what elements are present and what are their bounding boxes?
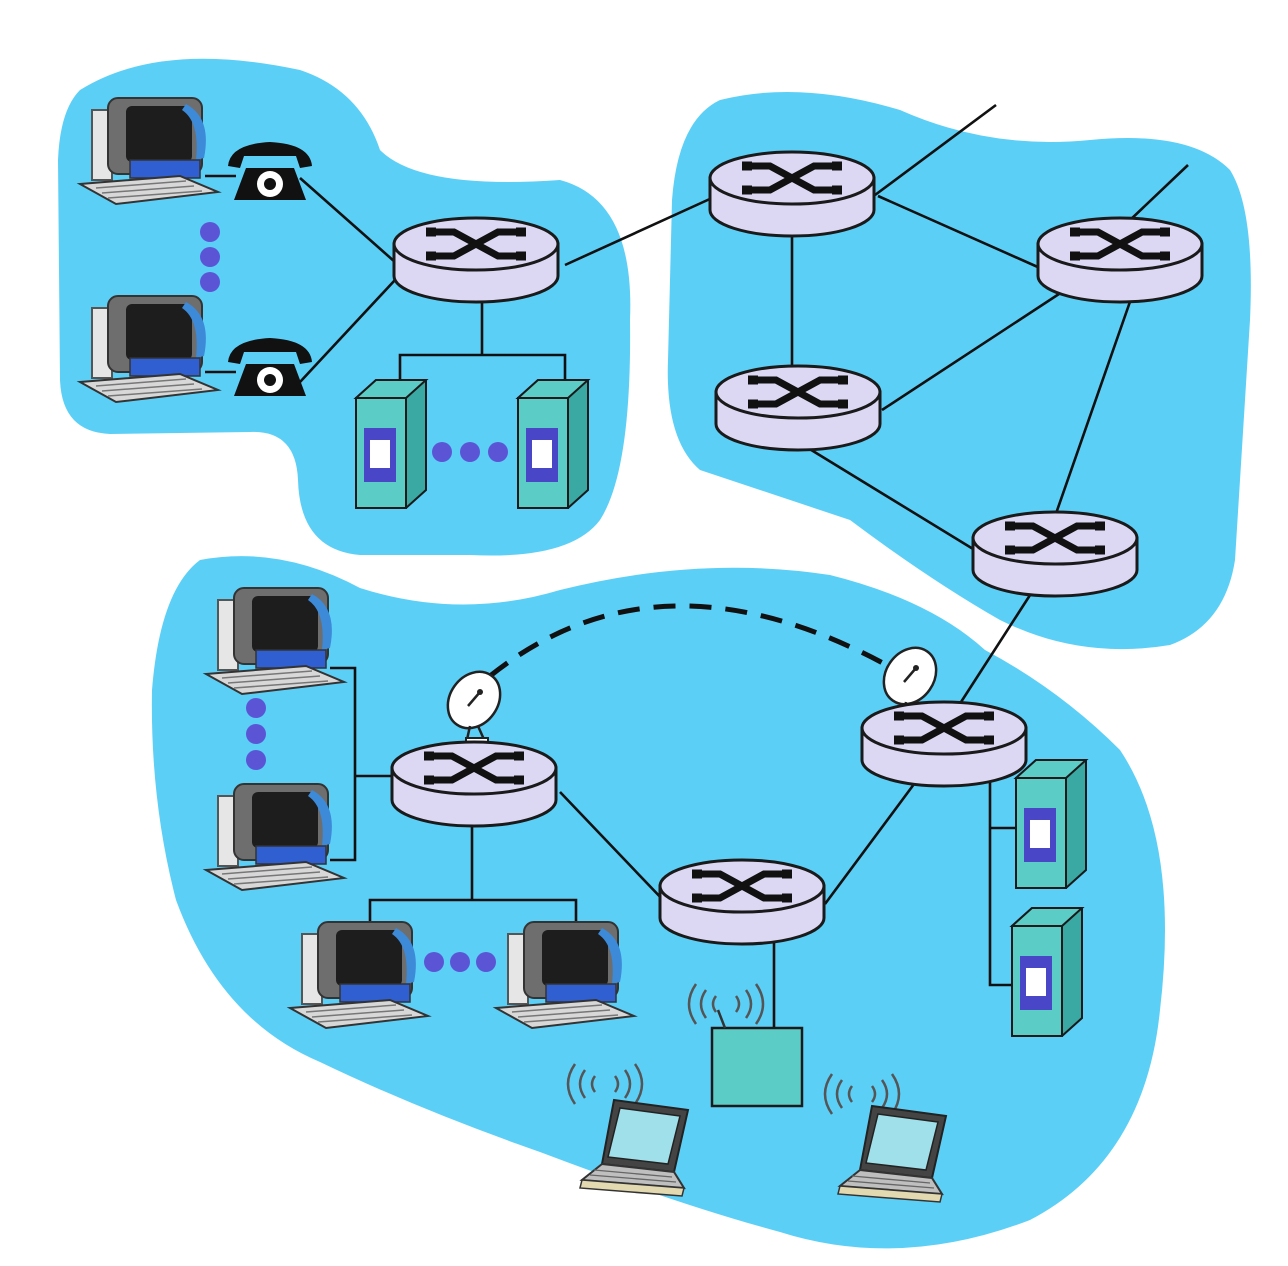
router-icon <box>1038 218 1202 302</box>
links <box>205 103 1189 1028</box>
link-isp-top-right <box>877 194 1041 270</box>
router-icon <box>862 702 1026 786</box>
link-left-center <box>559 791 666 903</box>
desktop-computer-icon <box>205 783 345 891</box>
router-icon <box>660 860 824 944</box>
router-icon <box>710 152 874 236</box>
link-isp-mid-right <box>881 290 1063 412</box>
link-home-isp <box>564 196 713 267</box>
desktop-computer-icon <box>205 587 345 695</box>
satellite-link <box>488 603 894 678</box>
router-icon <box>392 742 556 826</box>
wireless-access-point-icon <box>710 1026 804 1108</box>
desktop-computer-icon <box>289 921 429 1029</box>
link-isp-top-out <box>874 103 997 197</box>
link-left-pc-bus <box>330 666 357 862</box>
link-phone2-router <box>299 279 396 383</box>
desktop-computer-icon <box>495 921 635 1029</box>
server-icon <box>517 379 589 509</box>
link-isp-right-out <box>1127 164 1189 223</box>
ellipsis-dots-icon <box>424 952 496 972</box>
link-right-server-bus <box>988 774 1014 987</box>
server-icon <box>1015 759 1087 889</box>
ellipsis-dots-icon <box>246 698 266 770</box>
ellipsis-dots-icon <box>200 222 220 292</box>
link-isp-mid-bottom <box>807 446 979 554</box>
link-phone1-router <box>299 177 396 263</box>
router-icon <box>716 366 880 450</box>
link-bottom-pc-bus <box>368 898 578 928</box>
ellipsis-dots-icon <box>432 442 508 462</box>
desktop-computer-icon <box>79 97 219 205</box>
desktop-computer-icon <box>79 295 219 403</box>
access-point-antenna <box>716 1009 727 1029</box>
home-network <box>58 58 631 556</box>
server-icon <box>355 379 427 509</box>
router-icon <box>394 218 558 302</box>
link-isp-right-bottom <box>1050 295 1134 526</box>
link-isp-inst <box>950 591 1034 717</box>
link-server-bus <box>398 353 567 398</box>
server-icon <box>1011 907 1083 1037</box>
link-center-right <box>823 775 922 905</box>
router-icon <box>973 512 1137 596</box>
